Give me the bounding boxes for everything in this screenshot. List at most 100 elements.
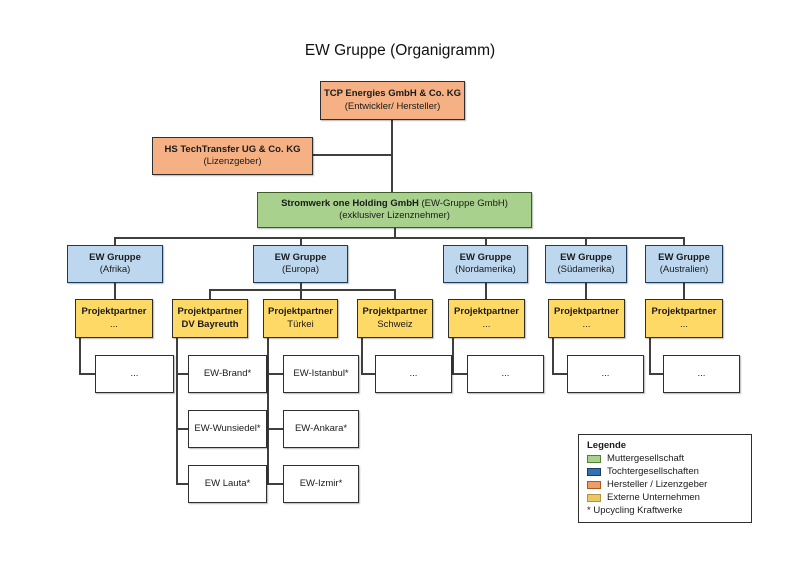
node-sublabel: DV Bayreuth (181, 318, 239, 330)
node-partner-nordamerika: Projektpartner ... (448, 299, 525, 338)
connector (176, 337, 178, 484)
node-label: HS TechTransfer UG & Co. KG (164, 143, 301, 155)
connector (300, 237, 302, 246)
legend-note: * Upcycling Kraftwerke (587, 505, 683, 516)
node-label: ... (697, 367, 706, 379)
connector (485, 237, 487, 246)
node-plant-suedamerika-etc: ... (567, 355, 644, 393)
node-label: Stromwerk one Holding GmbH (EW-Gruppe Gm… (281, 197, 508, 209)
connector (649, 337, 651, 374)
node-sublabel: (Afrika) (99, 264, 131, 275)
node-label: EW-Wunsiedel* (194, 422, 261, 434)
node-plant-ew-brand: EW-Brand* (188, 355, 267, 393)
connector (452, 373, 468, 375)
node-region-australien: EW Gruppe (Australien) (645, 245, 723, 283)
node-plant-ew-istanbul: EW-Istanbul* (283, 355, 359, 393)
node-partner-dv-bayreuth: Projektpartner DV Bayreuth (172, 299, 248, 338)
connector (585, 237, 587, 246)
connector (209, 289, 211, 300)
node-sublabel: (Nordamerika) (455, 264, 516, 275)
node-label: Projektpartner (268, 306, 333, 318)
node-label: EW Gruppe (459, 251, 512, 263)
connector (267, 428, 284, 430)
legend-item-tochtergesellschaften: Tochtergesellschaften (587, 466, 743, 477)
node-label: Projektpartner (362, 306, 428, 318)
node-label: ... (601, 367, 610, 379)
node-sublabel: ... (582, 318, 591, 330)
legend-label: Muttergesellschaft (607, 453, 685, 464)
legend-item-muttergesellschaft: Muttergesellschaft (587, 453, 743, 464)
node-sublabel: (Australien) (659, 264, 709, 275)
node-sublabel: ... (110, 318, 118, 330)
connector (267, 483, 284, 485)
legend-label: Tochtergesellschaften (607, 466, 699, 477)
node-label: Projektpartner (651, 306, 717, 318)
legend-item-externe-unternehmen: Externe Unternehmen (587, 492, 743, 503)
node-label: ... (130, 367, 139, 379)
node-sublabel: (Europa) (282, 264, 319, 275)
node-plant-ew-wunsiedel: EW-Wunsiedel* (188, 410, 267, 448)
node-plant-nordamerika-etc: ... (467, 355, 544, 393)
connector (209, 289, 395, 291)
node-label: EW Gruppe (658, 251, 710, 263)
connector (683, 283, 685, 300)
node-label: Projektpartner (81, 306, 147, 318)
node-region-afrika: EW Gruppe (Afrika) (67, 245, 163, 283)
legend-swatch-orange (587, 480, 601, 489)
connector (114, 237, 116, 246)
node-label: EW Lauta* (204, 477, 251, 489)
legend-item-hersteller-lizenzgeber: Hersteller / Lizenzgeber (587, 479, 743, 490)
node-label: EW-Izmir* (299, 477, 343, 489)
node-label: EW Gruppe (560, 251, 612, 263)
connector (485, 283, 487, 300)
connector (176, 428, 189, 430)
node-label: ... (409, 367, 418, 379)
node-sublabel: ... (680, 318, 688, 330)
connector (394, 228, 396, 238)
connector (114, 237, 684, 239)
legend-label: Externe Unternehmen (607, 492, 700, 503)
node-holding: Stromwerk one Holding GmbH (EW-Gruppe Gm… (257, 192, 532, 228)
node-hs-techtransfer: HS TechTransfer UG & Co. KG (Lizenzgeber… (152, 137, 313, 175)
legend-swatch-yellow (587, 493, 601, 502)
connector (683, 237, 685, 246)
node-label: EW-Ankara* (294, 422, 348, 434)
node-sublabel: (Entwickler/ Hersteller) (344, 100, 441, 112)
node-label: EW-Brand* (203, 367, 252, 379)
node-partner-tuerkei: Projektpartner Türkei (263, 299, 338, 338)
node-region-suedamerika: EW Gruppe (Südamerika) (545, 245, 627, 283)
node-label: EW Gruppe (274, 251, 327, 263)
node-tcp-energies: TCP Energies GmbH & Co. KG (Entwickler/ … (320, 81, 465, 120)
node-plant-ew-ankara: EW-Ankara* (283, 410, 359, 448)
node-partner-suedamerika: Projektpartner ... (548, 299, 625, 338)
node-label: Projektpartner (177, 306, 243, 318)
connector (394, 289, 396, 300)
node-sublabel: Schweiz (377, 318, 413, 330)
connector (361, 337, 363, 374)
connector (114, 283, 116, 300)
node-label: TCP Energies GmbH & Co. KG (323, 88, 462, 100)
node-label: Projektpartner (454, 306, 519, 318)
node-partner-schweiz: Projektpartner Schweiz (357, 299, 433, 338)
connector (267, 337, 269, 484)
legend: Legende Muttergesellschaft Tochtergesell… (578, 434, 752, 523)
connector (79, 337, 81, 374)
node-label: ... (501, 367, 510, 379)
node-sublabel: (Südamerika) (557, 264, 615, 275)
node-label: Projektpartner (554, 306, 619, 318)
connector (267, 373, 284, 375)
diagram-title: EW Gruppe (Organigramm) (304, 42, 496, 59)
node-plant-australien-etc: ... (663, 355, 740, 393)
node-sublabel: Türkei (287, 318, 314, 330)
node-sublabel: ... (482, 318, 491, 330)
legend-swatch-blue (587, 467, 601, 476)
connector (300, 289, 302, 300)
node-partner-australien: Projektpartner ... (645, 299, 723, 338)
connector (452, 337, 454, 374)
connector (391, 120, 393, 192)
connector (176, 483, 189, 485)
node-partner-afrika: Projektpartner ... (75, 299, 153, 338)
connector (79, 373, 96, 375)
connector (176, 373, 189, 375)
